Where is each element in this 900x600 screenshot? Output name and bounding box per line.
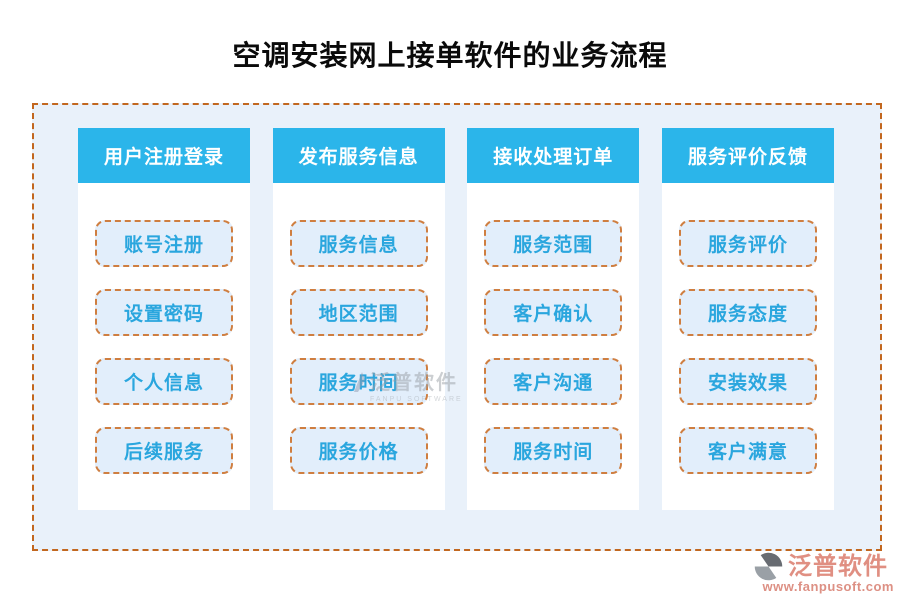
flow-step: 服务评价 [678,220,817,267]
flow-columns: 用户注册登录 账号注册 设置密码 个人信息 后续服务 发布服务信息 服务信息 地… [34,105,880,510]
flow-step: 地区范围 [289,289,428,336]
column-header: 发布服务信息 [272,128,445,183]
flow-step: 服务信息 [289,220,428,267]
flow-step: 服务态度 [678,289,817,336]
brand-website: www.fanpusoft.com [762,579,894,594]
column-body: 服务信息 地区范围 服务时间 服务价格 [273,183,445,496]
flow-step: 服务范围 [484,220,623,267]
column-body: 账号注册 设置密码 个人信息 后续服务 [78,183,250,496]
column-header: 用户注册登录 [78,128,250,183]
column-service-feedback: 服务评价反馈 服务评价 服务态度 安装效果 客户满意 [661,128,834,510]
flow-step: 后续服务 [95,427,233,474]
column-user-register: 用户注册登录 账号注册 设置密码 个人信息 后续服务 [78,128,250,510]
page-title: 空调安装网上接单软件的业务流程 [232,40,668,71]
flow-step: 设置密码 [95,289,233,336]
flow-step: 服务时间 [289,358,428,405]
brand-logo: 泛普软件 www.fanpusoft.com [752,550,894,596]
flow-step: 客户沟通 [484,358,623,405]
column-body: 服务评价 服务态度 安装效果 客户满意 [662,183,834,496]
flow-step: 安装效果 [678,358,817,405]
brand-name: 泛普软件 [788,552,888,580]
flow-step: 客户确认 [484,289,623,336]
flow-step: 服务时间 [484,427,623,474]
brand-row: 泛普软件 [752,550,894,583]
column-header: 接收处理订单 [467,128,640,183]
flow-step: 账号注册 [95,220,233,267]
flow-step: 个人信息 [95,358,233,405]
column-header: 服务评价反馈 [661,128,834,183]
flow-step: 服务价格 [289,427,428,474]
flow-step: 客户满意 [678,427,817,474]
column-receive-orders: 接收处理订单 服务范围 客户确认 客户沟通 服务时间 [467,128,640,510]
fanpu-swirl-icon [752,550,785,583]
flow-container: 用户注册登录 账号注册 设置密码 个人信息 后续服务 发布服务信息 服务信息 地… [32,103,882,551]
column-publish-service: 发布服务信息 服务信息 地区范围 服务时间 服务价格 [272,128,445,510]
column-body: 服务范围 客户确认 客户沟通 服务时间 [467,183,639,496]
